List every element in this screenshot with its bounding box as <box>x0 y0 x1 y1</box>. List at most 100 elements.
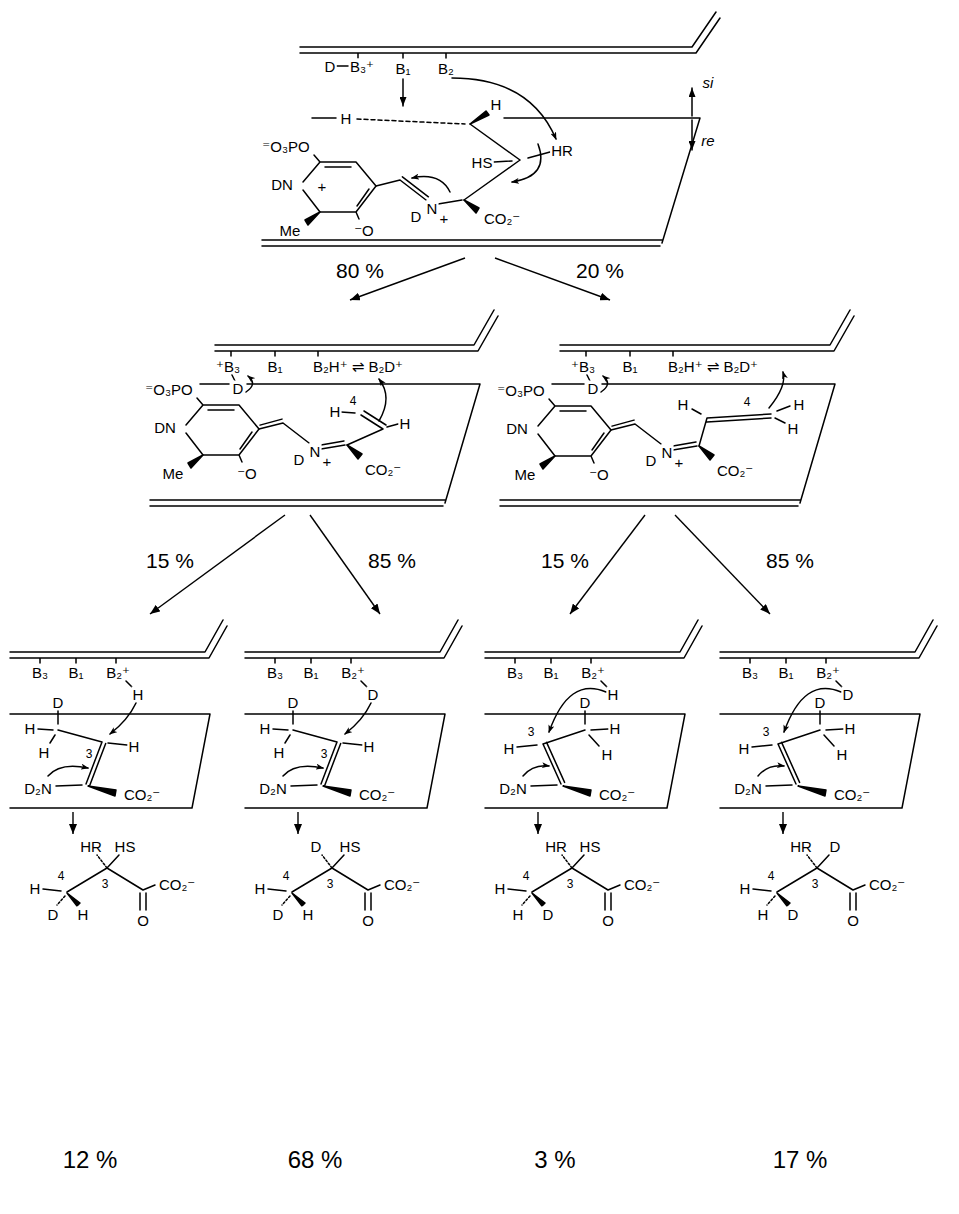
atom-label: B₂⁺ <box>580 665 606 680</box>
atom-label: DN <box>505 421 529 436</box>
quinonoid-structure <box>699 446 714 460</box>
atom-label: H <box>259 721 272 736</box>
lower-panel <box>10 620 227 808</box>
atom-label: 3 <box>326 878 335 890</box>
quinonoid-structure <box>379 379 386 421</box>
atom-label: H <box>399 416 412 431</box>
product-structure: HRDH43CO₂⁻HDO <box>715 834 915 930</box>
atom-label: CO₂⁻ <box>716 463 754 478</box>
atom-label: ⁻O <box>588 467 610 482</box>
atom-label: CO₂⁻ <box>598 787 636 802</box>
atom-label: H <box>787 421 800 436</box>
atom-label: H <box>24 721 37 736</box>
atom-label: CO₂⁻ <box>483 211 521 226</box>
atom-label: H <box>128 739 141 754</box>
atom-label: 4 <box>743 396 752 408</box>
atom-label: B₁ <box>67 665 84 680</box>
atom-label: D₂N <box>23 781 53 796</box>
atom-label: HR <box>789 839 813 854</box>
atom-label: ⁺B₃ <box>215 359 241 374</box>
atom-label: Me <box>162 466 185 481</box>
atom-label: B₁ <box>621 359 638 374</box>
atom-label: CO₂⁻ <box>364 462 402 477</box>
percent-label: 15 % <box>540 550 590 571</box>
atom-label: B₂⁺ <box>340 665 366 680</box>
mechanism-panel: B₃B₁B₂⁺DDHH3HD₂NCO₂⁻ <box>240 614 470 812</box>
atom-label: B₂ <box>437 61 455 76</box>
atom-label: O <box>601 913 615 928</box>
substrate-structure <box>412 177 450 192</box>
quinonoid-structure <box>611 406 790 450</box>
atom-label: H <box>363 739 376 754</box>
atom-label: B₂⁺ <box>815 665 841 680</box>
substrate-structure <box>470 111 489 124</box>
mechanism-panel: B₃B₁B₂⁺DDH3HHD₂NCO₂⁻ <box>715 614 945 812</box>
atom-label: D <box>842 687 855 702</box>
atom-label: 4 <box>57 870 66 882</box>
atom-label: B₃⁺ <box>349 59 375 74</box>
product-structure <box>753 855 865 910</box>
atom-label: + <box>322 454 333 469</box>
atom-label: CO₂⁻ <box>158 877 196 892</box>
percent-label: 15 % <box>145 550 195 571</box>
atom-label: H <box>836 747 849 762</box>
percent-label: 80 % <box>335 260 385 281</box>
atom-label: 4 <box>349 395 358 407</box>
atom-label: 3 <box>85 748 94 760</box>
atom-label: D <box>542 907 555 922</box>
atom-label: ⁺B₃ <box>570 359 596 374</box>
atom-label: CO₂⁻ <box>123 787 161 802</box>
atom-label: 4 <box>282 870 291 882</box>
atom-label: B₁ <box>777 665 794 680</box>
quinonoid-structure <box>538 372 790 469</box>
atom-label: D <box>272 907 285 922</box>
mechanism-panel: B₃B₁B₂⁺HDHH3HD₂NCO₂⁻ <box>5 614 235 812</box>
atom-label: B₁ <box>302 665 319 680</box>
atom-label: B₂H⁺ ⇌ B₂D⁺ <box>312 359 404 374</box>
atom-label: D <box>324 59 337 74</box>
atom-label: CO₂⁻ <box>833 787 871 802</box>
atom-label: H <box>254 881 267 896</box>
atom-label: H <box>273 745 286 760</box>
product-structure <box>43 855 155 910</box>
lower-panel <box>245 620 462 808</box>
atom-label: 3 <box>811 878 820 890</box>
atom-label: H <box>609 721 622 736</box>
atom-label: H <box>601 747 614 762</box>
atom-label: 4 <box>522 870 531 882</box>
reaction-arrow <box>675 515 770 614</box>
atom-label: B₁ <box>266 359 283 374</box>
atom-label: + <box>674 455 685 470</box>
enzyme-surface <box>500 384 835 506</box>
atom-label: D <box>787 907 800 922</box>
percent-label: 85 % <box>367 550 417 571</box>
atom-label: Me <box>514 467 537 482</box>
atom-label: H <box>340 111 353 126</box>
product-structure <box>753 855 865 910</box>
atom-label: B₃ <box>741 665 759 680</box>
atom-label: HR <box>79 839 103 854</box>
atom-label: D₂N <box>498 781 528 796</box>
lower-panel <box>10 620 227 808</box>
enzyme-surface <box>150 310 498 506</box>
product-structure <box>268 855 380 910</box>
atom-label: D <box>232 381 245 396</box>
atom-label: H <box>329 404 342 419</box>
atom-label: HR <box>550 143 574 158</box>
lower-panel <box>720 620 937 808</box>
atom-label: B₁ <box>542 665 559 680</box>
product-structure <box>43 855 155 910</box>
atom-label: H <box>302 907 315 922</box>
atom-label: B₃ <box>31 665 49 680</box>
lower-panel <box>245 620 462 808</box>
atom-label: D <box>587 381 600 396</box>
proton-transfer-arrow <box>402 79 404 106</box>
enzyme-surface <box>215 310 498 381</box>
product-structure: DHSH43CO₂⁻DHO <box>230 834 430 930</box>
lower-panel <box>485 620 702 808</box>
atom-label: H <box>512 907 525 922</box>
quinonoid-structure <box>186 398 259 468</box>
atom-label: H <box>38 745 51 760</box>
